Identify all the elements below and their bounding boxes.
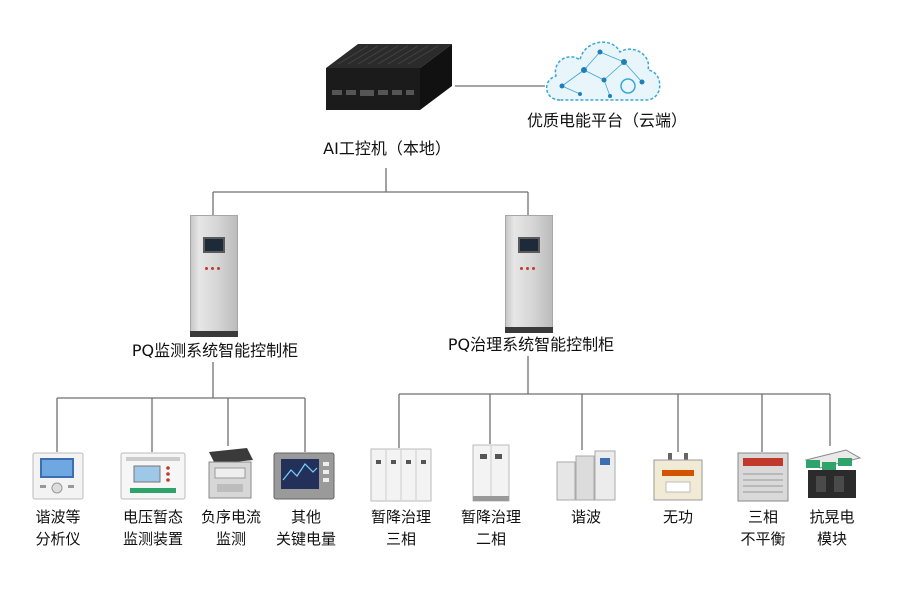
device-sag-mitigation-3phase: 暂降治理三相	[370, 508, 431, 548]
sag-mitigation-3phase-icon	[370, 448, 432, 502]
monitor-cabinet-label: PQ监测系统智能控制柜	[131, 341, 299, 360]
governance-cabinet-icon	[505, 215, 553, 341]
device-reactive-power: 无功	[662, 508, 693, 526]
device-anti-voltage-flicker-module: 抗晃电模块	[809, 508, 855, 548]
ai-industrial-pc-icon	[326, 44, 452, 110]
device-negative-sequence-current: 负序电流监测	[200, 508, 261, 548]
cloud-platform-label: 优质电能平台（云端）	[526, 111, 687, 130]
monitor-cabinet-icon	[190, 215, 238, 341]
governance-cabinet-label: PQ治理系统智能控制柜	[447, 335, 615, 354]
device-other-key-quantities: 其他关键电量	[275, 508, 336, 548]
anti-shake-module-icon	[804, 449, 862, 498]
voltage-transient-monitor-icon	[120, 452, 186, 500]
negative-sequence-current-monitor-icon	[208, 448, 253, 499]
harmonic-analyzer-icon	[32, 452, 84, 500]
device-sag-mitigation-2phase: 暂降治理二相	[460, 508, 521, 548]
device-three-phase-unbalance: 三相不平衡	[740, 508, 786, 548]
key-quantity-meter-icon	[273, 452, 335, 500]
device-voltage-transient-monitor: 电压暂态监测装置	[122, 508, 183, 548]
ai-pc-label: AI工控机（本地）	[323, 139, 451, 158]
sag-mitigation-2phase-icon	[472, 444, 510, 502]
reactive-power-compensator-icon	[653, 453, 703, 501]
harmonic-filter-cabinet-icon	[556, 450, 616, 501]
cloud-network-icon	[546, 41, 661, 101]
device-harmonic-analyzer: 谐波等分析仪	[35, 508, 81, 548]
three-phase-unbalance-icon	[737, 452, 789, 502]
device-harmonic: 谐波	[570, 508, 601, 526]
